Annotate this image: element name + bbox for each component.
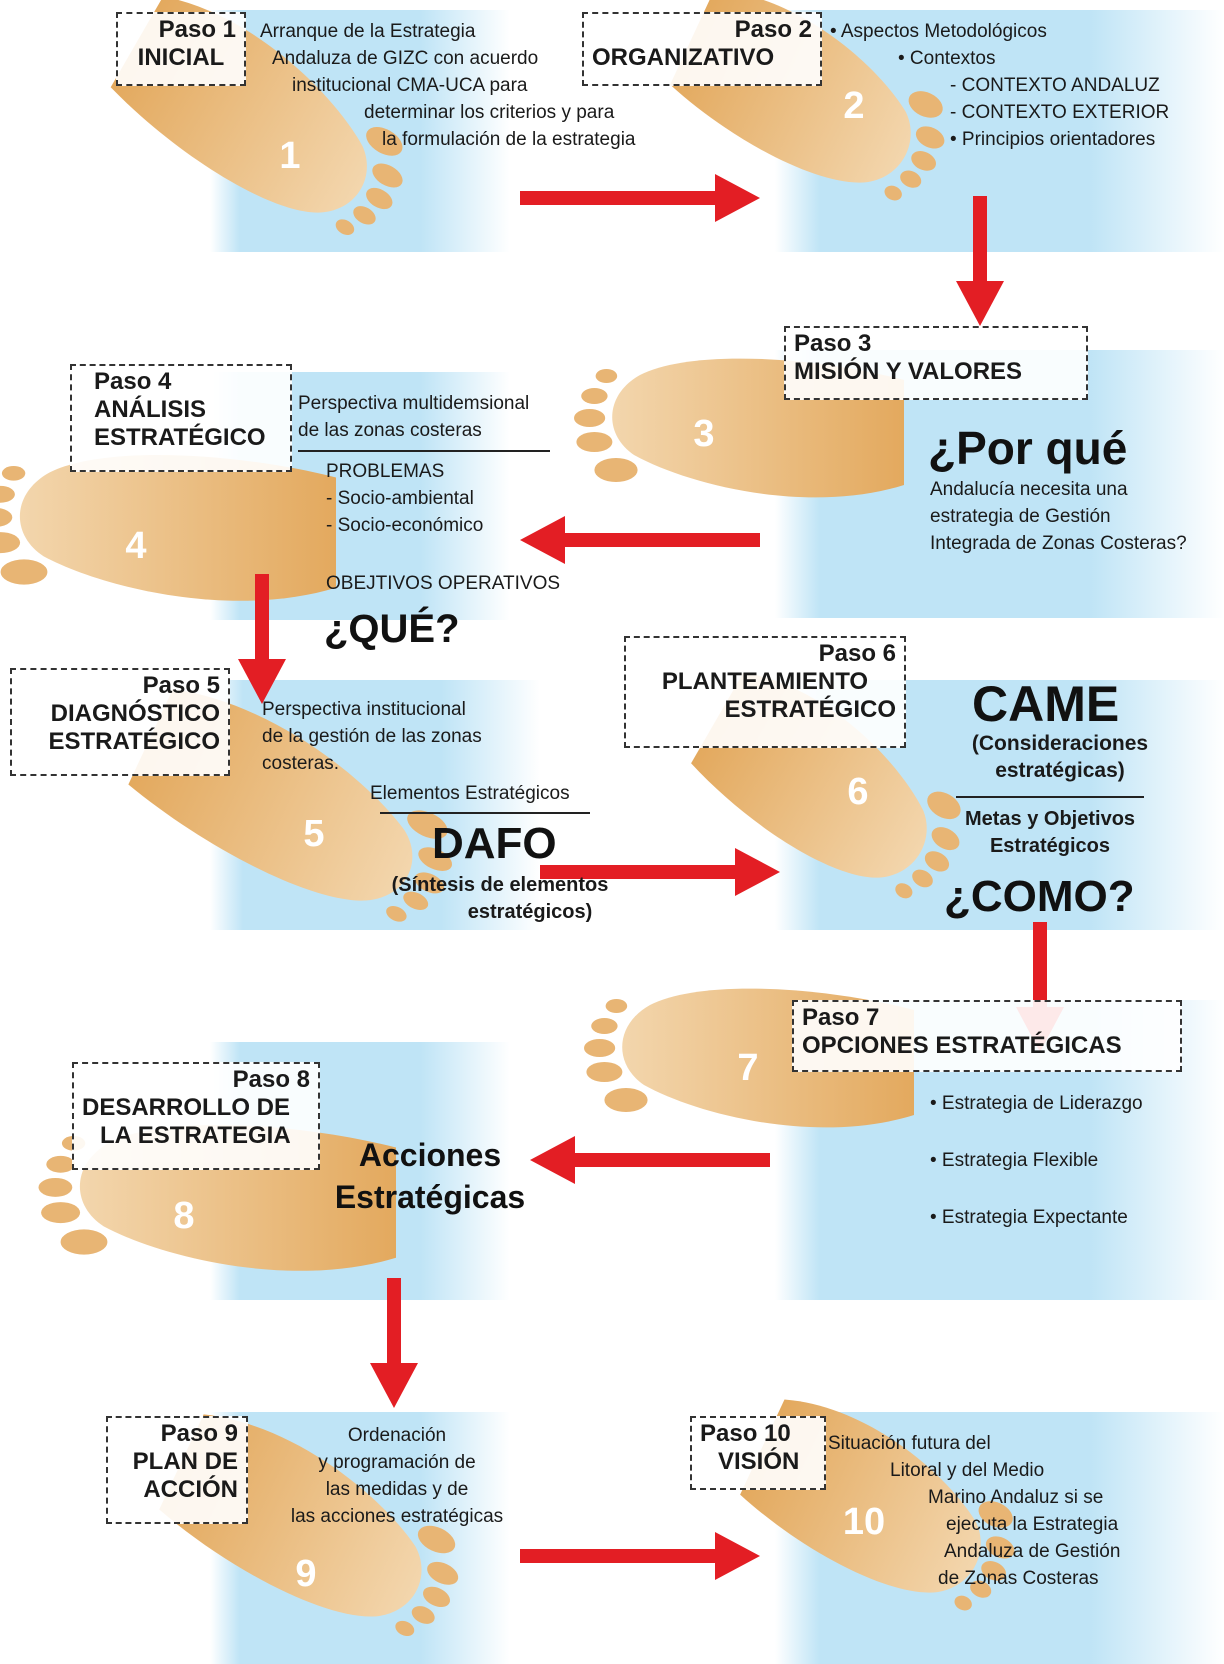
arrow-step1-to-step2 <box>520 174 760 222</box>
arrow-step9-to-step10 <box>520 1532 760 1580</box>
step-6-name: PLANTEAMIENTO <box>661 668 869 695</box>
step-5-name-line2: ESTRATÉGICO <box>48 728 220 755</box>
foot-number-1: 1 <box>279 135 300 177</box>
step-3-headline: ¿Por qué <box>928 422 1128 474</box>
foot-number-7: 7 <box>737 1047 758 1089</box>
step-5-name: DIAGNÓSTICO <box>50 700 220 727</box>
step-4-name: ANÁLISIS <box>94 396 207 423</box>
step-4-name-line2: ESTRATÉGICO <box>94 424 266 451</box>
foot-number-10: 10 <box>843 1501 885 1543</box>
step-6-goals: Metas y Objetivos Estratégicos <box>964 808 1136 857</box>
step-7-options: • Estrategia de Liderazgo • Estrategia F… <box>930 1093 1143 1228</box>
step-5-label-box: Paso 5 DIAGNÓSTICO ESTRATÉGICO <box>10 668 230 776</box>
step-8-label-box: Paso 8 DESARROLLO DE LA ESTRATEGIA <box>72 1062 320 1170</box>
step-6-name-line2: ESTRATÉGICO <box>724 696 896 723</box>
step-6-paso: Paso 6 <box>818 640 896 667</box>
step-2-description: • Aspectos Metodológicos • Contextos - C… <box>830 21 1170 150</box>
step-5-subhead: (Síntesis de elementos estratégicos) <box>391 874 609 923</box>
step-6-divider <box>956 796 1144 798</box>
step-6-label-box: Paso 6 PLANTEAMIENTO ESTRATÉGICO <box>624 636 906 748</box>
foot-number-4: 4 <box>125 525 146 567</box>
arrow-step8-to-step9 <box>370 1278 418 1408</box>
step-9-name-line2: ACCIÓN <box>143 1476 238 1503</box>
step-5-elements-label: Elementos Estratégicos <box>370 783 570 804</box>
foot-number-9: 9 <box>295 1553 316 1595</box>
step-8-headline: Acciones Estratégicas <box>334 1137 526 1215</box>
step-4-divider <box>298 450 550 452</box>
foot-number-5: 5 <box>303 813 324 855</box>
step-7-name: OPCIONES ESTRATÉGICAS <box>802 1032 1122 1059</box>
step-1-label-box: Paso 1 INICIAL <box>116 12 246 86</box>
step-2-paso: Paso 2 <box>734 16 812 43</box>
step-6-headline: CAME <box>972 676 1120 732</box>
step-10-name: VISIÓN <box>718 1448 800 1475</box>
foot-number-2: 2 <box>843 85 864 127</box>
step-9-description: Ordenación y programación de las medidas… <box>290 1425 504 1527</box>
step-10-description: Situación futura del Litoral y del Medio… <box>828 1433 1121 1589</box>
step-1-name: INICIAL <box>137 44 225 71</box>
step-9-label-box: Paso 9 PLAN DE ACCIÓN <box>106 1416 248 1524</box>
arrow-step7-to-step8 <box>530 1136 770 1184</box>
step-6-subhead: (Consideraciones estratégicas) <box>971 732 1149 782</box>
step-10-label-box: Paso 10 VISIÓN <box>690 1416 826 1490</box>
step-3-name: MISIÓN Y VALORES <box>794 358 1023 385</box>
step-3-label-box: Paso 3 MISIÓN Y VALORES <box>784 326 1088 400</box>
step-7-label-box: Paso 7 OPCIONES ESTRATÉGICAS <box>792 1000 1182 1072</box>
step-4-paso: Paso 4 <box>94 368 172 395</box>
step-4-label-box: Paso 4 ANÁLISIS ESTRATÉGICO <box>70 364 292 472</box>
foot-number-3: 3 <box>693 413 714 455</box>
step-1-paso: Paso 1 <box>158 16 236 43</box>
step-4-headline: ¿QUÉ? <box>324 607 460 651</box>
step-6-question: ¿COMO? <box>944 872 1135 921</box>
step-5-paso: Paso 5 <box>142 672 220 699</box>
foot-icon <box>0 454 337 601</box>
step-8-name: DESARROLLO DE <box>82 1094 291 1121</box>
foot-number-6: 6 <box>847 771 868 813</box>
step-8-paso: Paso 8 <box>232 1066 310 1093</box>
step-4-problems: PROBLEMAS - Socio-ambiental - Socio-econ… <box>326 461 484 536</box>
foot-number-8: 8 <box>173 1195 194 1237</box>
step-4-objectives: OBEJTIVOS OPERATIVOS <box>326 573 561 594</box>
step-5-description: Perspectiva institucional de la gestión … <box>262 699 482 774</box>
step-1-description: Arranque de la Estrategia Andaluza de GI… <box>260 21 636 150</box>
step-9-name: PLAN DE <box>132 1448 238 1475</box>
step-2-label-box: Paso 2 ORGANIZATIVO <box>582 12 822 86</box>
step-5-headline: DAFO <box>432 819 557 868</box>
step-3-paso: Paso 3 <box>794 330 872 357</box>
step-7-paso: Paso 7 <box>802 1004 880 1031</box>
step-2-name: ORGANIZATIVO <box>592 44 775 71</box>
step-10-paso: Paso 10 <box>700 1420 791 1447</box>
step-5-divider <box>380 812 590 814</box>
arrow-step2-to-step3 <box>956 196 1004 326</box>
step-9-paso: Paso 9 <box>160 1420 238 1447</box>
step-8-name-line2: LA ESTRATEGIA <box>100 1122 291 1149</box>
step-3-description: Andalucía necesita una estrategia de Ges… <box>930 479 1187 554</box>
step-4-description: Perspectiva multidemsional de las zonas … <box>298 393 530 441</box>
